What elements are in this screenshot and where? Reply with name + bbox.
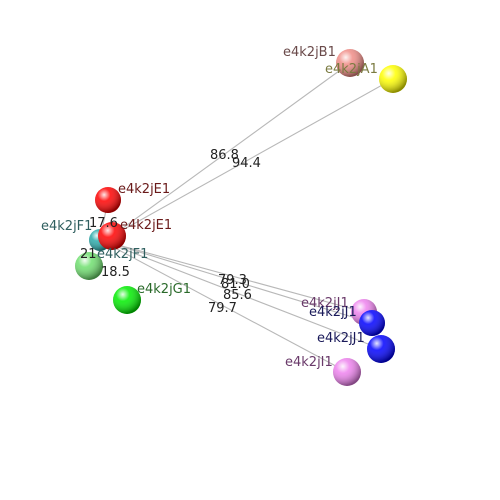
atom-label-b1: e4k2jB1: [283, 45, 336, 60]
distance-line-f1a-j1b: [99, 239, 373, 324]
atom-label-j1b: e4k2jJ1: [309, 305, 357, 320]
atom-sphere-shading: [75, 252, 103, 280]
atom-sphere-shading: [359, 310, 385, 336]
atom-sphere-shading: [336, 49, 364, 77]
atom-label-g1: e4k2jG1: [137, 282, 191, 297]
distance-line-f1a-j1a: [99, 239, 365, 313]
atom-label-a1: e4k2jA1: [325, 62, 378, 77]
atom-sphere-shading: [98, 222, 126, 250]
atom-label-f1a: e4k2jF1: [41, 219, 92, 234]
distance-label: 18.5: [101, 265, 130, 280]
atom-labels: e4k2jB1 e4k2jA1 e4k2jE1 e4k2jF1 e4k2jE1 e4k2j…: [41, 45, 378, 370]
distance-label: 86.8: [210, 148, 239, 163]
misc-label: 21: [80, 247, 97, 262]
distance-links: [88, 62, 394, 373]
atom-sphere-shading: [95, 187, 121, 213]
distance-label: 94.4: [232, 156, 261, 171]
atom-label-i1: e4k2jI1: [285, 355, 333, 370]
distance-label: 79.3: [218, 273, 247, 288]
atom-sphere-shading: [333, 358, 361, 386]
distance-line-f1a-i1: [99, 239, 348, 373]
distance-labels: 86.894.4 17.6 18.5 79.381.085.679.7: [89, 148, 261, 316]
distance-label: 81.0: [221, 277, 250, 292]
atom-label-j1c: e4k2jJ1: [317, 331, 365, 346]
atom-sphere-shading: [113, 286, 141, 314]
atom-label-e1a: e4k2jE1: [118, 182, 170, 197]
atom-sphere-shading: [367, 335, 395, 363]
atom-spheres: [75, 49, 407, 386]
distance-line-e1b-b1: [111, 62, 351, 237]
distance-label: 79.7: [208, 301, 237, 316]
misc-labels: 21: [80, 247, 97, 262]
distance-label: 17.6: [89, 216, 118, 231]
atom-sphere-shading: [379, 65, 407, 93]
distance-line-f1a-j1c: [99, 239, 382, 350]
distance-line-e1b-a1: [111, 78, 394, 237]
atom-label-e1b: e4k2jE1: [120, 218, 172, 233]
atom-label-j1a: e4k2jJ1: [301, 296, 349, 311]
distance-label: 85.6: [223, 288, 252, 303]
atom-label-f1b: e4k2jF1: [97, 247, 148, 262]
